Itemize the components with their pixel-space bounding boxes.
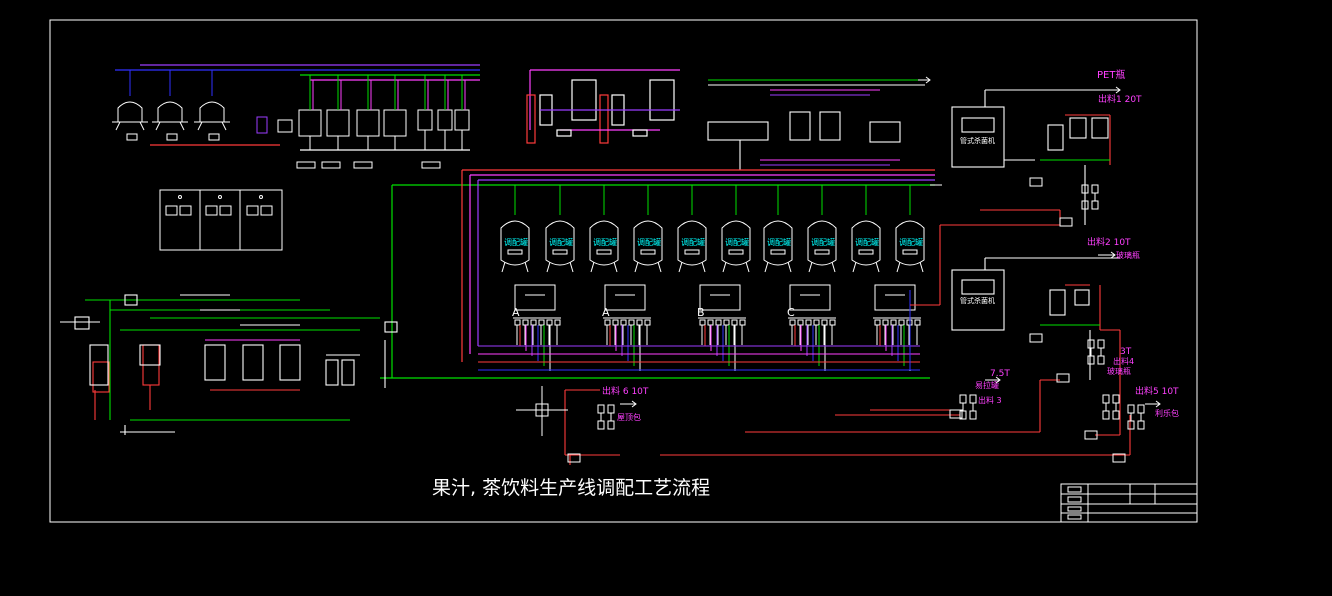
premix-tank [326, 75, 350, 150]
filler-valve-cluster [1127, 404, 1145, 430]
valve-box [321, 161, 341, 169]
raw-tank [194, 70, 230, 141]
raw-material-tanks [112, 70, 293, 141]
output-2-package: 玻璃瓶 [1116, 250, 1140, 260]
output-3-flow: 7.5T [990, 369, 1010, 379]
diagram-title: 果汁, 茶饮料生产线调配工艺流程 [432, 477, 710, 499]
valve-box [296, 161, 316, 169]
top-header-pipes [115, 64, 480, 151]
blending-tank: 调配罐 [589, 185, 619, 273]
dispense-unit-label: C [787, 306, 795, 319]
tank-label: 调配罐 [811, 237, 835, 247]
tank-label: 调配罐 [504, 237, 528, 247]
blending-tanks: 调配罐 调配罐 调配罐 调配罐 调配罐 调配罐 调配罐 调配罐 调配罐 调配罐 [500, 185, 925, 273]
premix-tank [417, 75, 433, 150]
blending-tank: 调配罐 [545, 185, 575, 273]
valve-box [421, 161, 441, 169]
cip-station [707, 79, 925, 171]
dispense-unit-label: A [602, 306, 610, 319]
output-5-package: 利乐包 [1155, 408, 1179, 418]
tank-label: 调配罐 [593, 237, 617, 247]
tank-label: 调配罐 [637, 237, 661, 247]
dispense-unit: A [602, 284, 651, 345]
pump-icon [1059, 217, 1073, 227]
filler-valve-cluster [1087, 339, 1105, 365]
filler-valve-cluster [959, 394, 977, 420]
tank-label: 调配罐 [855, 237, 879, 247]
dispense-unit: A [512, 284, 561, 345]
premix-tank [454, 75, 470, 150]
tank-label: 调配罐 [725, 237, 749, 247]
pump-icon [1112, 453, 1126, 463]
sterilizer-upper [951, 89, 1111, 225]
blending-tank: 调配罐 [851, 185, 881, 273]
filler-valve-cluster [1102, 394, 1120, 420]
tank-label: 调配罐 [899, 237, 923, 247]
raw-tank [152, 70, 188, 141]
crosshair-cursor-icon [516, 386, 568, 436]
blending-tank: 调配罐 [807, 185, 837, 273]
tank-label: 调配罐 [681, 237, 705, 247]
pump-icon [1056, 373, 1070, 383]
output-2-flow: 出料2 10T [1087, 236, 1131, 248]
tank-label: 调配罐 [767, 237, 791, 247]
premix-tank [356, 75, 380, 150]
pet-bottle-label: PET瓶 [1097, 68, 1125, 81]
filler-distribution [564, 209, 1131, 465]
pump-icon [567, 453, 581, 463]
blending-tank: 调配罐 [721, 185, 751, 273]
blending-tank: 调配罐 [895, 185, 925, 273]
premix-tank [437, 75, 453, 150]
dispense-unit: C [787, 284, 836, 345]
pretreatment-section [60, 294, 398, 435]
title-block [1060, 483, 1198, 523]
output-1-label: 出料1 20T [1098, 93, 1142, 105]
output-6-package: 屋顶包 [617, 412, 641, 422]
output-3-package: 易拉罐 [975, 380, 999, 390]
output-5-label: 出料5 10T [1135, 385, 1179, 397]
raw-tank [112, 70, 148, 141]
blending-tank: 调配罐 [500, 185, 530, 273]
drawing-frame [49, 19, 1198, 523]
heat-exchangers-top [526, 69, 680, 144]
output-6-label: 出料 6 10T [602, 385, 649, 397]
output-4-flow: 3T [1120, 347, 1132, 357]
dispense-unit-label: A [512, 306, 520, 319]
filler-valve-clusters [567, 177, 1145, 463]
premix-tank [298, 75, 322, 150]
filler-valve-cluster [1081, 184, 1099, 210]
premix-tank [383, 75, 407, 150]
sterilizer-upper-label: 管式杀菌机 [960, 136, 995, 145]
filler-valve-cluster [597, 404, 615, 430]
dispense-unit-label: B [697, 306, 705, 319]
pre-mix-tanks [296, 75, 470, 169]
pump-icon [949, 409, 963, 419]
output-4-label: 出料4 [1113, 356, 1134, 366]
return-lines [478, 290, 920, 371]
blending-tank: 调配罐 [763, 185, 793, 273]
blending-tank: 调配罐 [633, 185, 663, 273]
valve-box [353, 161, 373, 169]
dispense-unit: B [697, 284, 746, 345]
pump-icon [1084, 430, 1098, 440]
blending-header [380, 169, 935, 379]
tank-label: 调配罐 [549, 237, 573, 247]
sterilizer-lower-label: 管式杀菌机 [960, 296, 995, 305]
control-cabinets [159, 189, 283, 251]
sterilizer-lower [951, 257, 1120, 380]
dispense-unit [873, 284, 921, 345]
pump-icon [1029, 333, 1043, 343]
pump-icon [1029, 177, 1043, 187]
output-arrows [620, 76, 1161, 408]
output-3-label: 出料 3 [978, 395, 1002, 405]
blending-tank: 调配罐 [677, 185, 707, 273]
output-4-package: 玻璃瓶 [1107, 366, 1131, 376]
